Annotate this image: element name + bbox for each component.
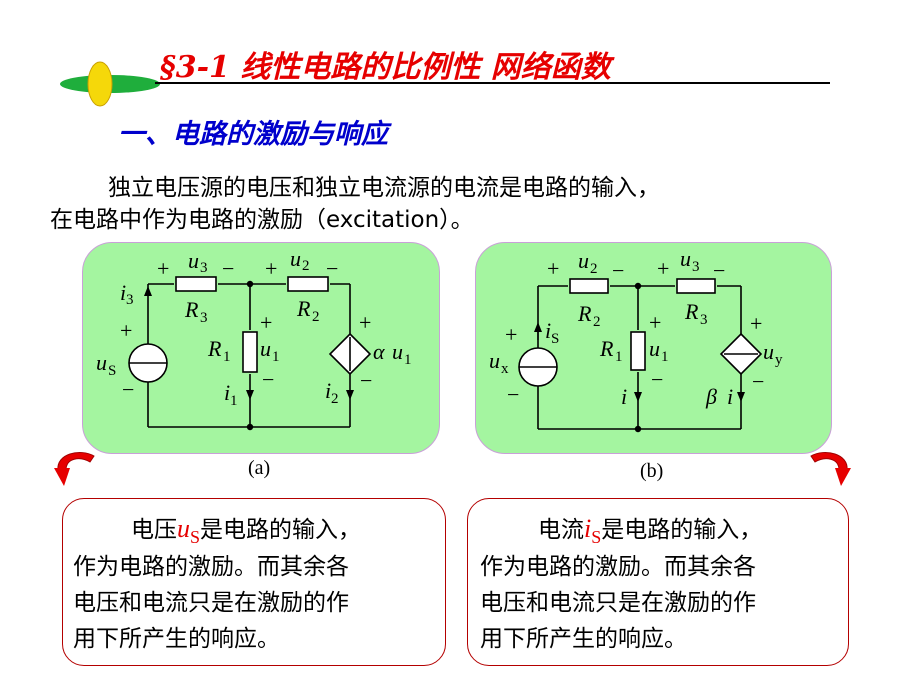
- svg-text:u: u: [188, 248, 199, 273]
- svg-text:R: R: [207, 336, 222, 361]
- svg-text:−: −: [360, 368, 372, 393]
- svg-text:i: i: [727, 384, 733, 409]
- note-a-line-4: 用下所产生的响应。: [73, 626, 280, 652]
- resistor-r3: [676, 278, 716, 294]
- note-b: 电流iS是电路的输入， 作为电路的激励。而其余各 电压和电流只是在激励的作 用下…: [467, 498, 849, 666]
- svg-text:1: 1: [272, 349, 280, 365]
- svg-text:x: x: [501, 361, 509, 377]
- svg-text:i: i: [621, 384, 627, 409]
- svg-text:R: R: [184, 297, 199, 322]
- svg-text:−: −: [222, 256, 234, 281]
- svg-text:+: +: [359, 310, 371, 335]
- paragraph-line-1: 独立电压源的电压和独立电流源的电流是电路的输入，: [108, 175, 660, 201]
- note-a-line-1: 电压uS是电路的输入，: [131, 514, 362, 548]
- svg-text:−: −: [507, 382, 519, 407]
- svg-text:β: β: [705, 384, 717, 409]
- svg-text:i: i: [120, 280, 126, 305]
- svg-text:1: 1: [661, 349, 669, 365]
- svg-text:3: 3: [700, 312, 708, 328]
- svg-text:1: 1: [230, 393, 238, 409]
- svg-text:3: 3: [200, 260, 208, 276]
- svg-text:u: u: [392, 339, 403, 364]
- resistor-r3: [175, 276, 217, 292]
- svg-text:−: −: [262, 367, 274, 392]
- curved-arrow-left-icon: [54, 452, 95, 486]
- svg-text:2: 2: [302, 258, 310, 274]
- svg-text:u: u: [649, 336, 660, 361]
- svg-text:i: i: [224, 380, 230, 405]
- paragraph-line-2: 在电路中作为电路的激励（excitation）。: [50, 207, 474, 233]
- svg-text:u: u: [489, 348, 500, 373]
- svg-text:+: +: [157, 256, 169, 281]
- note-b-line-2: 作为电路的激励。而其余各: [480, 554, 756, 580]
- svg-text:u: u: [96, 350, 107, 375]
- caption-b: (b): [640, 460, 664, 482]
- svg-text:−: −: [612, 258, 624, 283]
- svg-text:1: 1: [615, 349, 623, 365]
- curved-arrow-right-icon: [810, 452, 851, 486]
- note-a: 电压uS是电路的输入， 作为电路的激励。而其余各 电压和电流只是在激励的作 用下…: [62, 498, 446, 666]
- svg-text:+: +: [120, 318, 132, 343]
- svg-text:−: −: [713, 258, 725, 283]
- svg-text:u: u: [763, 339, 774, 364]
- svg-text:+: +: [750, 311, 762, 336]
- svg-text:1: 1: [404, 352, 412, 368]
- svg-text:+: +: [649, 310, 661, 335]
- resistor-r1: [630, 331, 646, 371]
- title-underline: [155, 82, 830, 84]
- resistor-r2: [569, 278, 609, 294]
- svg-text:R: R: [577, 301, 592, 326]
- svg-text:R: R: [599, 336, 614, 361]
- svg-text:i: i: [545, 318, 551, 343]
- svg-text:+: +: [505, 322, 517, 347]
- svg-text:y: y: [775, 352, 783, 368]
- slide-logo: [60, 61, 160, 107]
- svg-text:+: +: [260, 310, 272, 335]
- note-b-line-1: 电流iS是电路的输入，: [538, 514, 763, 548]
- svg-text:3: 3: [200, 310, 208, 326]
- svg-text:S: S: [551, 331, 559, 347]
- svg-text:S: S: [108, 363, 116, 379]
- circuit-b-diagram: + − u 2 + − u 3 R 2 R 3 + i S u x − R 1 …: [489, 246, 783, 433]
- slide-title: §3-1 线性电路的比例性 网络函数: [160, 50, 611, 85]
- svg-text:−: −: [651, 367, 663, 392]
- note-a-line-3: 电压和电流只是在激励的作: [73, 590, 349, 616]
- section-heading: 一、电路的激励与响应: [118, 119, 388, 150]
- svg-text:2: 2: [593, 314, 601, 330]
- caption-a: (a): [248, 457, 271, 479]
- svg-text:+: +: [657, 256, 669, 281]
- svg-text:−: −: [752, 369, 764, 394]
- svg-text:i: i: [325, 378, 331, 403]
- svg-text:2: 2: [590, 261, 598, 277]
- svg-text:3: 3: [692, 259, 700, 275]
- note-a-line-2: 作为电路的激励。而其余各: [73, 554, 349, 580]
- svg-text:u: u: [578, 248, 589, 273]
- svg-text:+: +: [547, 256, 559, 281]
- svg-text:u: u: [290, 246, 301, 271]
- svg-text:−: −: [326, 256, 338, 281]
- svg-text:−: −: [122, 377, 134, 402]
- note-b-line-3: 电压和电流只是在激励的作: [480, 590, 756, 616]
- svg-text:+: +: [265, 256, 277, 281]
- resistor-r1: [242, 331, 258, 373]
- svg-text:u: u: [260, 336, 271, 361]
- svg-text:3: 3: [126, 292, 134, 308]
- svg-text:R: R: [296, 296, 311, 321]
- svg-text:2: 2: [331, 391, 339, 407]
- svg-text:R: R: [684, 299, 699, 324]
- resistor-r2: [287, 276, 329, 292]
- svg-text:u: u: [680, 246, 691, 271]
- note-b-line-4: 用下所产生的响应。: [480, 626, 687, 652]
- svg-text:2: 2: [312, 309, 320, 325]
- circuit-a-diagram: + − u 3 + − u 2 R 3 R 2 i 3 + − u S R 1 …: [96, 246, 412, 431]
- svg-text:α: α: [373, 339, 385, 364]
- svg-text:1: 1: [223, 349, 231, 365]
